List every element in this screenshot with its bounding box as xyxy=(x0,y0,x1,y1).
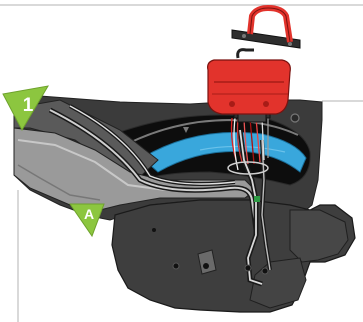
screw-icon xyxy=(152,113,300,275)
green-wire-marker xyxy=(254,196,260,202)
callout-A: A xyxy=(69,203,105,238)
callout-1-label: 1 xyxy=(23,95,34,116)
callout-1: 1 xyxy=(2,85,49,132)
callout-A-label: A xyxy=(84,206,94,222)
red-connector-icon xyxy=(207,48,291,123)
wire-harness-icon xyxy=(48,104,272,287)
blue-duct xyxy=(141,131,307,173)
frame-lines xyxy=(0,4,363,322)
mounting-bracket-icon xyxy=(231,5,301,49)
